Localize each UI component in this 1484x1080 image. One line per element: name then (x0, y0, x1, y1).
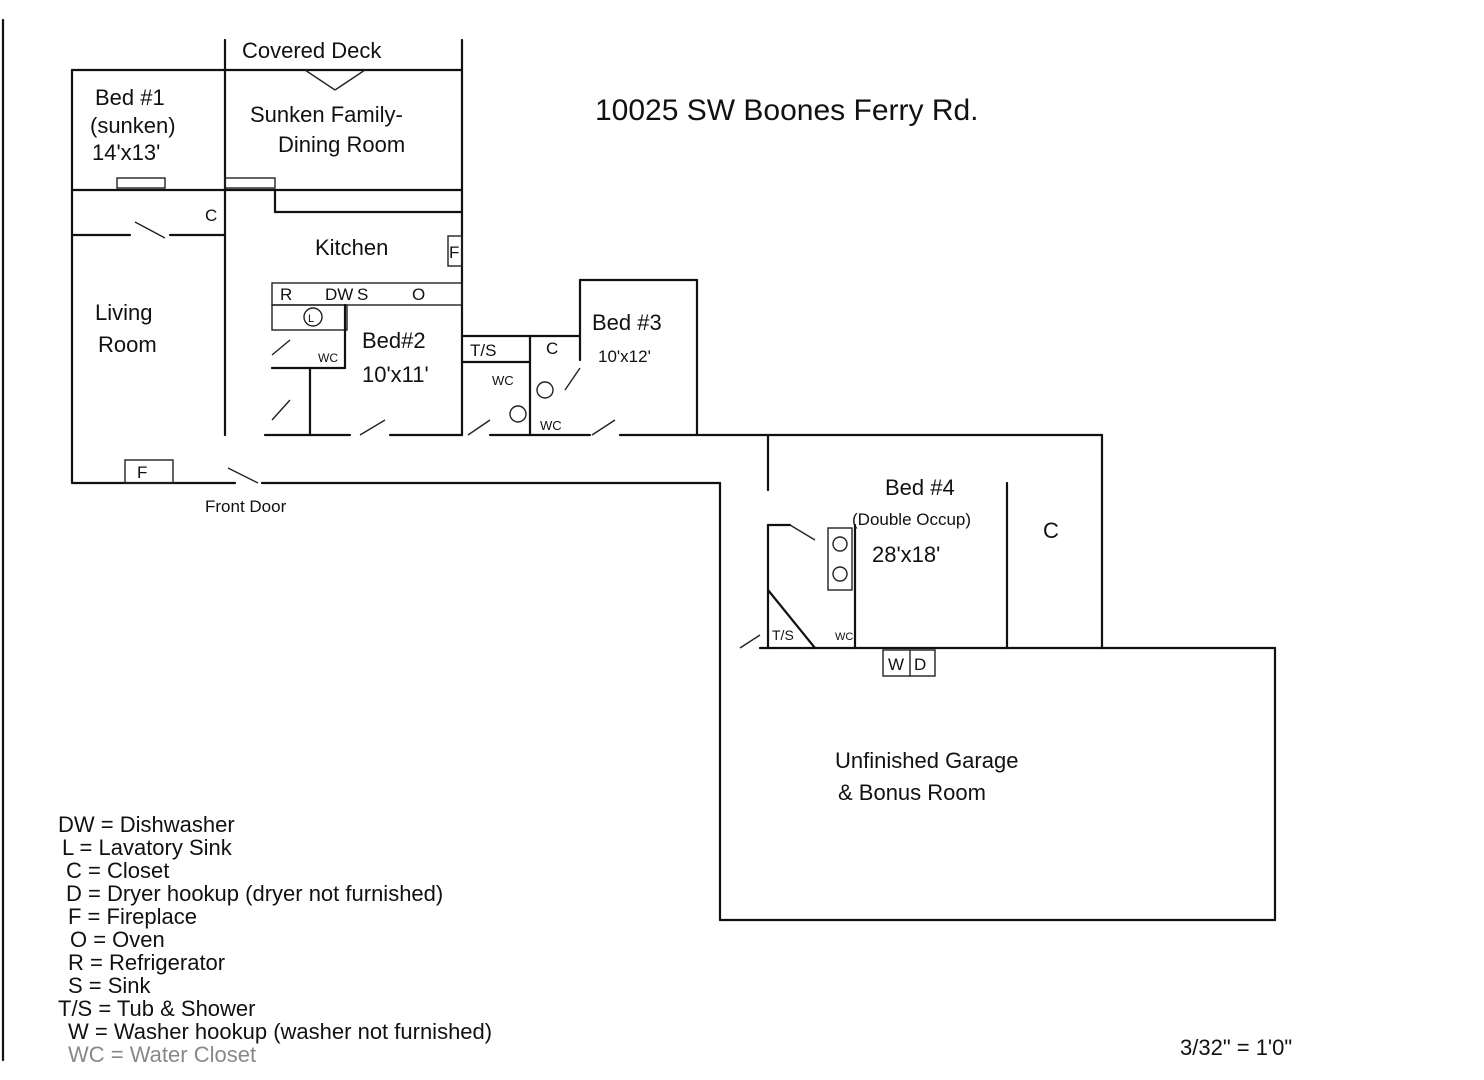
label-front-door: Front Door (205, 497, 287, 516)
fireplace-label: F (449, 243, 459, 262)
wc-label: WC (540, 418, 562, 433)
legend-item: W = Washer hookup (washer not furnished) (68, 1019, 492, 1044)
scale-note: 3/32" = 1'0" (1180, 1035, 1292, 1060)
dishwasher-label: DW (325, 285, 353, 304)
label-bed3-size: 10'x12' (598, 347, 651, 366)
fixture-labels: C F F R DW S O L WC T/S C WC WC T/S WC C… (137, 206, 1059, 674)
label-bed1-note: (sunken) (90, 113, 176, 138)
label-bed1-size: 14'x13' (92, 140, 160, 165)
wc-label: WC (318, 351, 338, 365)
legend: DW = Dishwasher L = Lavatory Sink C = Cl… (58, 812, 492, 1067)
dryer-label: D (914, 655, 926, 674)
label-bed4-note: (Double Occup) (852, 510, 971, 529)
legend-item: DW = Dishwasher (58, 812, 235, 837)
label-family-2: Dining Room (278, 132, 405, 157)
oven-label: O (412, 285, 425, 304)
legend-item: C = Closet (66, 858, 169, 883)
legend-item: R = Refrigerator (68, 950, 225, 975)
tub-shower-label: T/S (772, 627, 794, 643)
wc-label: WC (492, 373, 514, 388)
tub-shower-label: T/S (470, 341, 496, 360)
label-bed1: Bed #1 (95, 85, 165, 110)
legend-item: D = Dryer hookup (dryer not furnished) (66, 881, 443, 906)
label-bed3: Bed #3 (592, 310, 662, 335)
label-bed4: Bed #4 (885, 475, 955, 500)
sink-label: S (357, 285, 368, 304)
closet-label: C (546, 339, 558, 358)
closet-label: C (1043, 518, 1059, 543)
legend-item: F = Fireplace (68, 904, 197, 929)
legend-item: WC = Water Closet (68, 1042, 256, 1067)
label-covered-deck: Covered Deck (242, 38, 382, 63)
label-living-2: Room (98, 332, 157, 357)
label-family: Sunken Family- (250, 102, 403, 127)
washer-label: W (888, 655, 904, 674)
closet-label: C (205, 206, 217, 225)
label-living: Living (95, 300, 152, 325)
refrigerator-label: R (280, 285, 292, 304)
address-title: 10025 SW Boones Ferry Rd. (595, 94, 979, 127)
label-bed2-size: 10'x11' (362, 362, 429, 387)
legend-item: O = Oven (70, 927, 165, 952)
label-bed4-size: 28'x18' (872, 542, 940, 567)
label-garage-2: & Bonus Room (838, 780, 986, 805)
fireplace-label: F (137, 463, 147, 482)
walls (1, 18, 1277, 1062)
legend-item: S = Sink (68, 973, 152, 998)
label-garage: Unfinished Garage (835, 748, 1018, 773)
label-bed2: Bed#2 (362, 328, 426, 353)
legend-item: T/S = Tub & Shower (58, 996, 255, 1021)
lavatory-label: L (308, 313, 314, 325)
wc-label: WC (835, 631, 853, 643)
legend-item: L = Lavatory Sink (62, 835, 233, 860)
label-kitchen: Kitchen (315, 235, 388, 260)
